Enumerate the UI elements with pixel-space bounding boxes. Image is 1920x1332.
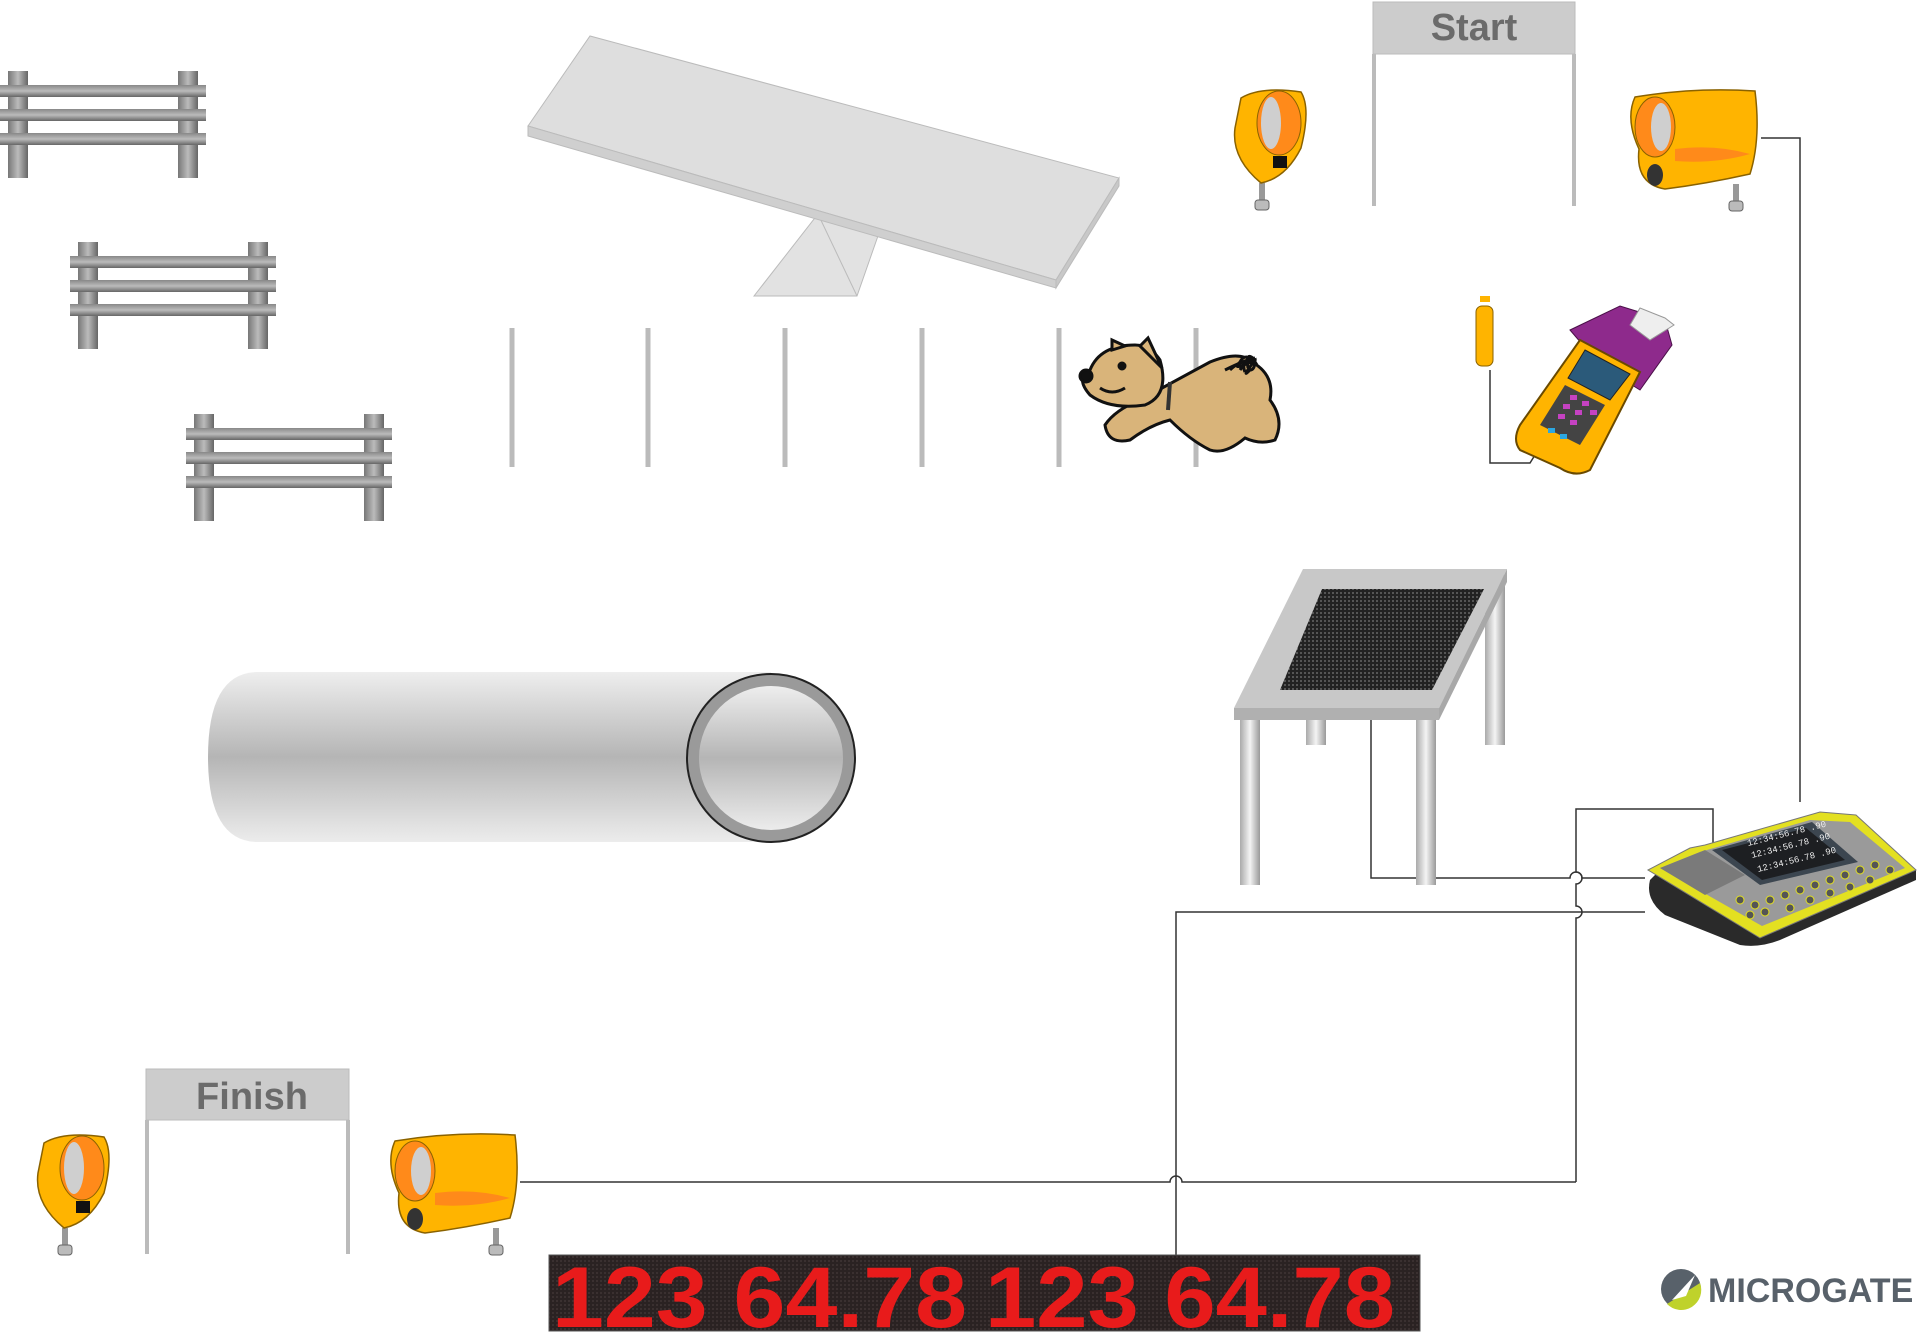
finish-gate: Finish [145,1068,350,1254]
handheld-timer-printer [1475,296,1675,475]
jump-fence-2 [70,242,276,349]
dog-illustration [1078,335,1281,453]
jump-fence-1 [0,71,206,178]
display-right-text: 123 64.78 [985,1250,1395,1332]
tunnel [208,672,856,843]
pause-table [1234,569,1507,885]
finish-photocell-left [36,1134,110,1256]
chronometer-console: 12:34:56.78 .90 12:34:56.78 .90 12:34:56… [1646,811,1917,946]
start-label: Start [1431,7,1518,49]
finish-photocell-right [390,1133,518,1256]
wiring [520,137,1801,1255]
seesaw [527,35,1120,297]
finish-label: Finish [196,1076,308,1118]
start-photocell-left [1233,89,1307,211]
jump-fence-3 [186,414,392,521]
logo-text: MICROGATE [1708,1272,1913,1310]
led-scoreboard: 123 64.78 123 64.78 [548,1250,1421,1332]
start-gate: Start [1372,1,1576,206]
weave-poles [509,328,1199,467]
display-left-text: 123 64.78 [552,1250,967,1332]
start-photocell-right [1630,89,1758,212]
microgate-logo: MICROGATE [1661,1269,1913,1310]
